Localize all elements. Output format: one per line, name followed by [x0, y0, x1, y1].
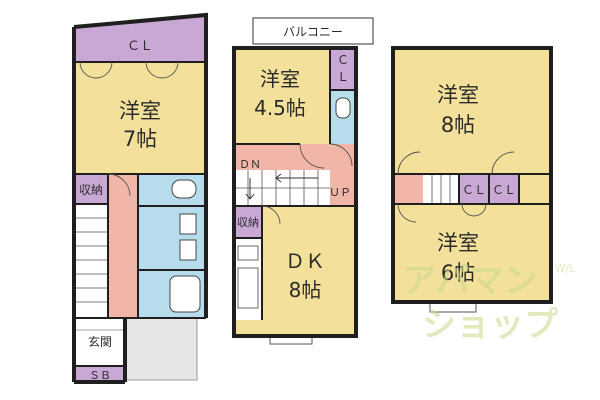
closet-3f-1-label: ＣＬ — [462, 183, 486, 197]
inner-walls-3f — [393, 173, 551, 205]
watermark-logo: アパマン ショップ W/L — [402, 261, 576, 345]
door-arcs-2f — [261, 143, 353, 225]
shoe-box-area — [74, 366, 125, 382]
room-7jo-size: 7帖 — [123, 127, 157, 151]
stair-treads-3f — [431, 174, 451, 204]
porch — [124, 317, 198, 381]
closet-top-label: ＣＬ — [127, 39, 153, 54]
dk-size: 8帖 — [289, 278, 322, 302]
hall-3f — [393, 174, 423, 204]
inner-walls-2f — [234, 48, 356, 320]
closet-3f-1 — [459, 174, 489, 204]
stove — [237, 245, 259, 261]
closet-top-area — [74, 15, 206, 62]
storage-2f-label: 収納 — [237, 216, 259, 229]
room-4-5jo-name: 洋室 — [260, 67, 300, 91]
closet-2f-area — [330, 48, 356, 90]
room-6jo-name: 洋室 — [437, 231, 479, 255]
down-label: ＤＮ — [239, 158, 261, 171]
closet-2f-l: Ｌ — [337, 70, 349, 84]
storage-2f-area — [234, 206, 262, 238]
closet-2f-c: Ｃ — [337, 53, 349, 67]
storage-label: 収納 — [79, 183, 103, 197]
landing-3f — [519, 174, 551, 204]
closet-3f-2 — [489, 174, 519, 204]
balcony — [252, 17, 374, 45]
room-8jo-area — [393, 48, 551, 174]
up-label: ＵＰ — [329, 186, 351, 199]
balcony-label: バルコニー — [283, 25, 343, 39]
watermark-small: W/L — [555, 262, 577, 275]
room-8jo-name: 洋室 — [437, 83, 479, 107]
room-4-5jo-size: 4.5帖 — [254, 96, 306, 120]
entrance-area — [74, 318, 125, 366]
hall-area — [108, 174, 138, 318]
room-6jo-area — [393, 204, 551, 302]
stairs-1f — [74, 204, 108, 318]
dk-area — [262, 206, 356, 336]
watermark-line2: ショップ — [422, 305, 558, 345]
sink-counter — [237, 267, 259, 309]
closet-door-arcs-1f — [79, 61, 179, 197]
toilet-bowl — [171, 179, 197, 199]
floor-2: バルコニー 洋室 4.5帖 Ｃ Ｌ ＤＮ ＵＰ 収納 ＤＫ 8帖 — [232, 17, 374, 345]
bathtub — [169, 275, 201, 313]
closet-3f-2-label: ＣＬ — [492, 183, 516, 197]
floor-1: ＣＬ 洋室 7帖 収納 玄関 ＳＢ — [72, 12, 208, 384]
floor-3: 洋室 8帖 ＣＬ ＣＬ 洋室 6帖 — [391, 46, 553, 313]
stair-treads-1f — [74, 217, 108, 303]
washer — [179, 239, 197, 261]
stair-arrows-2f — [245, 173, 318, 200]
dk-name: ＤＫ — [285, 249, 325, 273]
inner-walls-1f — [74, 61, 206, 367]
room-7jo-name: 洋室 — [119, 99, 161, 123]
room-8jo-size: 8帖 — [441, 113, 475, 137]
dk-lower — [234, 320, 262, 336]
washbasin — [179, 213, 197, 235]
storage-area — [74, 174, 108, 204]
door-arcs-3f — [397, 151, 515, 223]
room-4-5jo-area — [234, 48, 330, 144]
room-6jo-size: 6帖 — [441, 261, 475, 285]
watermark-line1: アパマン — [402, 261, 537, 301]
walls-2f — [232, 46, 358, 338]
toilet-2f-bowl — [335, 97, 351, 119]
entrance-label: 玄関 — [88, 334, 112, 349]
room-7jo-area — [74, 62, 206, 174]
shoe-box-label: ＳＢ — [89, 369, 111, 382]
